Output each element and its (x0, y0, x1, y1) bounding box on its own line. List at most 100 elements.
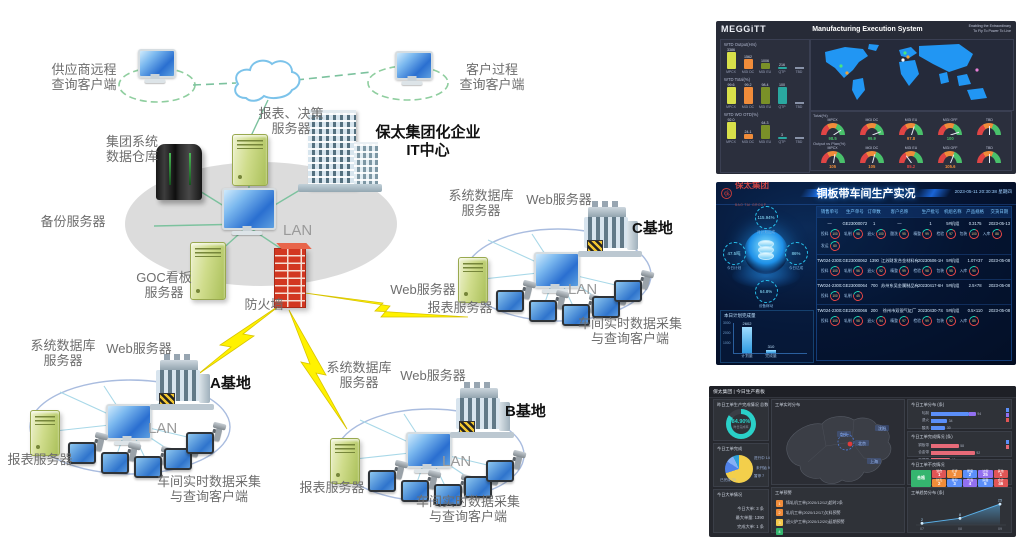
base-b-report-server-icon (330, 438, 360, 484)
barcode-scanner-icon (213, 427, 223, 442)
it-center-building-icon (298, 110, 382, 194)
mini-gauge-ring: 45 (851, 289, 865, 303)
warning-title: 工单预警 (775, 490, 792, 495)
world-map-icon (825, 44, 987, 100)
donut-sublabel: 昨日完成率 (733, 425, 749, 429)
donut-title: 昨日工单生产完成情况 总数:753条 (717, 402, 768, 407)
mes-tagline: Enabling the Extraordinary To Fly To Pow… (968, 24, 1011, 33)
tablet-icon (614, 280, 642, 302)
donut-panel: 昨日工单生产完成情况 总数:753条 84.90% 昨日完成率 (713, 399, 769, 441)
data-warehouse-label: 集团系统 数据仓库 (105, 134, 158, 165)
lan-label-center: LAN (283, 222, 313, 239)
warning-badge: 1 (776, 499, 783, 507)
base-c-report-server-label: 报表服务器 (427, 300, 493, 315)
base-a-report-server-label: 报表服务器 (7, 452, 73, 467)
map-dot (903, 51, 907, 55)
mini-gauge-ring: 98 (851, 227, 865, 241)
mini-gauge-ring: 98 (851, 314, 865, 328)
customer-client-ellipse (367, 65, 449, 101)
svg-text:08: 08 (958, 527, 962, 531)
base-c-name-label: C基地 (632, 220, 673, 237)
stat-ring: 47.5吨今日计划 (720, 242, 748, 271)
warning-badge: 3 (776, 518, 783, 526)
cloud-to-server-link (250, 99, 269, 137)
baotai-logo-en: BAO TAI GROUP (735, 203, 767, 207)
wan-dashed-links (192, 71, 373, 86)
base-b-web-label: Web服务器 (400, 368, 466, 383)
trend-title: 工单趋势分布 (条) (911, 490, 945, 495)
base-b-name-label: B基地 (505, 403, 546, 420)
tablet-icon (434, 484, 462, 506)
backup-server-label: 备份服务器 (40, 214, 106, 229)
map-dot (975, 68, 979, 72)
supplier-client-monitor-icon (138, 49, 176, 83)
tablet-icon (68, 442, 96, 464)
svg-text:25: 25 (998, 498, 1003, 503)
mini-gauge-ring: 60 (828, 239, 842, 253)
mini-gauge-ring: 92 (943, 314, 958, 328)
base-c-tablet-scanner (562, 299, 600, 326)
stat-ring: 86%今日达成 (782, 242, 810, 271)
trend-point (958, 516, 962, 520)
map-panel: 工单实时分布 包头北京上海沈阳 (771, 399, 905, 485)
table-row: TW024-23002980GE23000066200徐州市双银气缸厂20230… (817, 307, 1011, 314)
base-c-report-server-icon (458, 257, 488, 303)
baotai-title: 铜板带车间生产实况 (816, 188, 916, 200)
barcode-scanner-icon (641, 275, 651, 290)
goc-server-label: GOC看板 服务器 (136, 270, 192, 301)
warning-item: 4 (776, 528, 900, 535)
legend (1005, 408, 1009, 422)
lightning-bolt-c-icon (304, 292, 469, 318)
mini-gauge-ring: 100 (828, 227, 842, 241)
base-a-tablet-scanner (186, 427, 224, 454)
mini-gauge-ring: 88 (990, 227, 1004, 241)
bar: TBD (792, 118, 806, 144)
defect-tile-big: 合格 (911, 470, 931, 487)
tablet-icon (562, 304, 590, 326)
orders-bars-title: 今日工单分布 (条) (911, 402, 945, 407)
firewall-label: 防火墙 (244, 297, 284, 312)
lan-core-monitor-icon (222, 188, 276, 235)
map-dot (845, 71, 849, 75)
base-a-lan-label: LAN (148, 420, 178, 437)
big-orders-title: 今日大单情况 (717, 492, 743, 497)
barcode-scanner-icon (513, 455, 523, 470)
base-b-workshop-label: 车间实时数据采集 与查询客户端 (415, 494, 520, 525)
orders-pie-chart (725, 455, 753, 483)
base-a-tablet-scanner (134, 451, 172, 478)
base-a-factory-icon (150, 354, 214, 410)
map-dot (901, 58, 905, 62)
goc-server-icon (190, 242, 226, 300)
base-c-sysdb-label: 系统数据库 服务器 (448, 188, 514, 219)
baotai-header: 保 保太集团 BAO TAI GROUP 铜板带车间生产实况 2023-05-1… (716, 182, 1016, 207)
order-line: 完成大单: 1 条 (737, 524, 764, 529)
production-orders-table: 销售单号生产单号订单数量客户名称生产批号机组名称产品规格交货日期—GE23000… (816, 206, 1012, 361)
mini-gauge-ring: 97 (897, 314, 912, 328)
base-a-tablet-scanner (164, 443, 202, 470)
